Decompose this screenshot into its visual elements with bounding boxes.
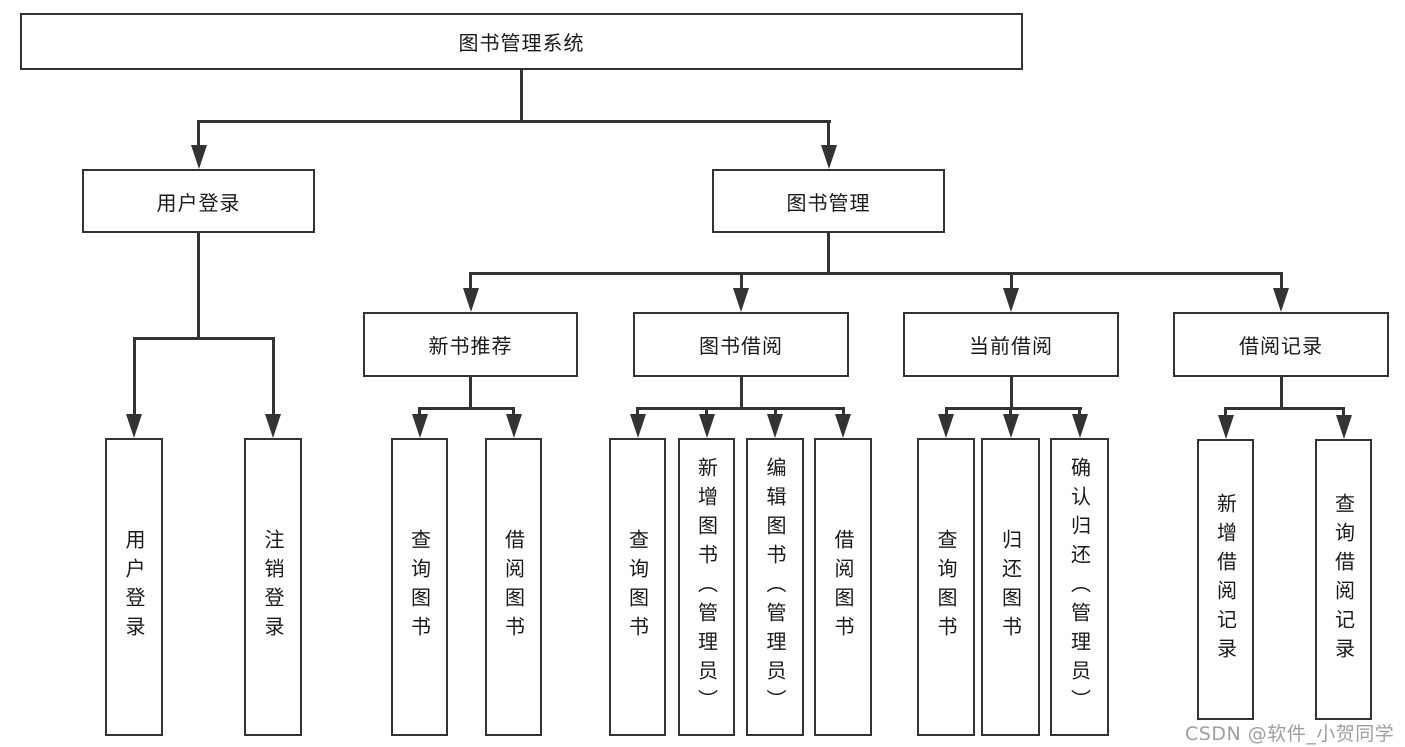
node-leaf-br-add-record: 新增借阅记录 bbox=[1197, 439, 1254, 720]
connector-line bbox=[1279, 377, 1283, 409]
connector-line bbox=[1009, 408, 1012, 416]
connector-line bbox=[469, 272, 1283, 275]
connector-line bbox=[271, 338, 275, 417]
node-leaf-bb-borrow-book: 借阅图书 bbox=[814, 438, 872, 736]
node-leaf-cb-return-book: 归还图书 bbox=[981, 438, 1040, 736]
connector-line bbox=[197, 233, 200, 339]
node-new-book-recommend-label: 新书推荐 bbox=[428, 334, 513, 358]
connector-line bbox=[512, 408, 515, 416]
arrow-down-icon bbox=[505, 414, 522, 438]
node-leaf-nb-borrow-book: 借阅图书 bbox=[485, 438, 542, 736]
connector-line bbox=[1224, 407, 1345, 410]
connector-line bbox=[1078, 408, 1081, 416]
node-book-management-label: 图书管理 bbox=[786, 190, 871, 215]
connector-line bbox=[132, 337, 275, 340]
node-leaf-bb-query-book: 查询图书 bbox=[609, 438, 666, 736]
connector-line bbox=[841, 408, 845, 416]
connector-line bbox=[636, 407, 845, 410]
arrow-down-icon bbox=[1273, 288, 1289, 312]
connector-line bbox=[636, 408, 639, 416]
arrow-down-icon bbox=[733, 288, 749, 312]
node-leaf-logout: 注销登录 bbox=[244, 438, 302, 736]
node-leaf-cb-return-book-label: 归还图书 bbox=[998, 529, 1023, 645]
arrow-down-icon bbox=[462, 288, 479, 312]
node-leaf-logout-label: 注销登录 bbox=[261, 529, 285, 645]
connector-line bbox=[944, 408, 948, 416]
node-leaf-bb-edit-book-label: 编辑图书（管理员） bbox=[763, 456, 787, 718]
node-leaf-bb-borrow-book-label: 借阅图书 bbox=[831, 529, 855, 645]
node-book-borrow-label: 图书借阅 bbox=[699, 334, 783, 358]
node-book-management: 图书管理 bbox=[712, 169, 945, 233]
csdn-watermark: CSDN @软件_小贺同学 bbox=[1185, 723, 1395, 745]
node-leaf-cb-query-book-label: 查询图书 bbox=[934, 529, 958, 645]
node-user-login: 用户登录 bbox=[82, 169, 315, 233]
node-borrow-records: 借阅记录 bbox=[1173, 312, 1389, 377]
connector-line bbox=[519, 70, 523, 122]
connector-line bbox=[1279, 273, 1283, 290]
connector-line bbox=[944, 407, 1082, 410]
arrow-down-icon bbox=[126, 414, 142, 438]
connector-line bbox=[418, 407, 515, 410]
connector-line bbox=[827, 121, 830, 148]
node-leaf-nb-query-book: 查询图书 bbox=[391, 438, 448, 736]
node-library-system-label: 图书管理系统 bbox=[458, 31, 585, 55]
connector-line bbox=[1009, 377, 1013, 409]
arrow-down-icon bbox=[629, 414, 646, 438]
node-leaf-bb-add-book-label: 新增图书（管理员） bbox=[694, 456, 719, 718]
node-leaf-user-login-label: 用户登录 bbox=[122, 529, 146, 645]
connector-line bbox=[418, 408, 421, 416]
arrow-down-icon bbox=[1002, 414, 1019, 438]
connector-line bbox=[1224, 408, 1227, 417]
node-current-borrow: 当前借阅 bbox=[903, 312, 1119, 377]
connector-line bbox=[739, 377, 743, 409]
connector-line bbox=[1342, 408, 1345, 417]
node-leaf-br-query-record-label: 查询借阅记录 bbox=[1331, 492, 1356, 667]
connector-line bbox=[705, 408, 708, 416]
node-leaf-bb-add-book: 新增图书（管理员） bbox=[678, 438, 735, 736]
arrow-down-icon bbox=[938, 414, 954, 438]
connector-line bbox=[773, 408, 777, 416]
node-leaf-br-add-record-label: 新增借阅记录 bbox=[1213, 492, 1238, 667]
connector-line bbox=[132, 338, 136, 417]
arrow-down-icon bbox=[698, 414, 715, 438]
arrow-down-icon bbox=[820, 145, 837, 169]
node-current-borrow-label: 当前借阅 bbox=[969, 334, 1053, 358]
node-leaf-nb-borrow-book-label: 借阅图书 bbox=[501, 529, 526, 645]
arrow-down-icon bbox=[1071, 414, 1088, 438]
connector-line bbox=[827, 233, 830, 274]
node-borrow-records-label: 借阅记录 bbox=[1239, 334, 1323, 358]
arrow-down-icon bbox=[767, 414, 783, 438]
node-book-borrow: 图书借阅 bbox=[633, 312, 849, 377]
arrow-down-icon bbox=[1217, 415, 1234, 439]
connector-line bbox=[739, 273, 743, 290]
node-leaf-nb-query-book-label: 查询图书 bbox=[407, 529, 432, 645]
arrow-down-icon bbox=[411, 414, 428, 438]
connector-line bbox=[469, 377, 472, 409]
node-leaf-cb-query-book: 查询图书 bbox=[917, 438, 975, 736]
node-library-system: 图书管理系统 bbox=[20, 13, 1023, 70]
connector-line bbox=[197, 120, 831, 123]
node-leaf-user-login: 用户登录 bbox=[105, 438, 163, 736]
connector-line bbox=[1009, 273, 1013, 290]
arrow-down-icon bbox=[265, 414, 281, 438]
arrow-down-icon bbox=[190, 145, 207, 169]
connector-line bbox=[469, 273, 472, 290]
node-leaf-cb-confirm-return: 确认归还（管理员） bbox=[1050, 438, 1109, 736]
node-leaf-cb-confirm-return-label: 确认归还（管理员） bbox=[1067, 456, 1092, 718]
arrow-down-icon bbox=[1335, 415, 1352, 439]
node-leaf-br-query-record: 查询借阅记录 bbox=[1315, 439, 1372, 720]
arrow-down-icon bbox=[1003, 288, 1019, 312]
node-leaf-bb-query-book-label: 查询图书 bbox=[625, 529, 650, 645]
node-leaf-bb-edit-book: 编辑图书（管理员） bbox=[746, 438, 804, 736]
connector-line bbox=[197, 121, 200, 148]
arrow-down-icon bbox=[835, 414, 851, 438]
node-user-login-label: 用户登录 bbox=[156, 190, 241, 215]
node-new-book-recommend: 新书推荐 bbox=[363, 312, 578, 377]
